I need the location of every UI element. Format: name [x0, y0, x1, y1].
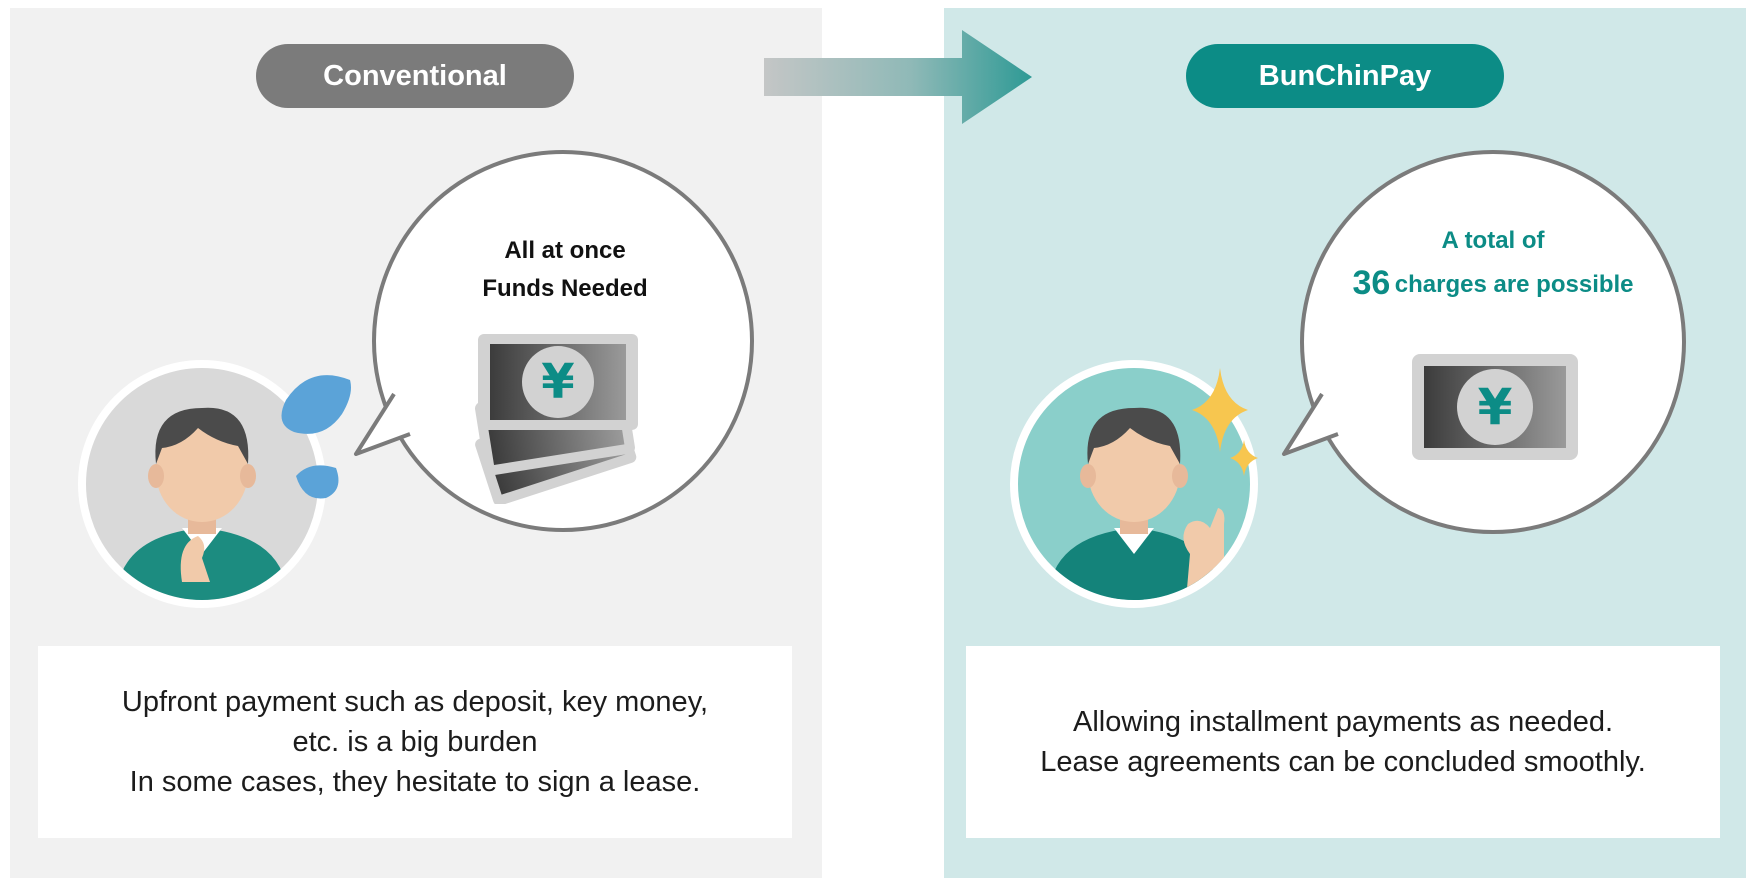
bubble-text-conventional: All at once Funds Needed	[440, 232, 690, 308]
caption-line: etc. is a big burden	[292, 726, 538, 758]
charges-count: 36	[1352, 264, 1391, 302]
speech-bubble-tail-icon	[1282, 392, 1339, 456]
sparkle-icon	[1192, 368, 1258, 476]
sweat-drops-icon	[281, 375, 351, 499]
yen-banknote-stack-icon: ¥	[474, 334, 638, 504]
caption-line: Lease agreements can be concluded smooth…	[1040, 746, 1646, 778]
speech-bubble-bunchinpay	[1300, 150, 1686, 534]
speech-bubble-tail-icon	[354, 392, 411, 456]
caption-line: Allowing installment payments as needed.	[1072, 706, 1614, 738]
svg-text:¥: ¥	[541, 354, 574, 410]
right-arrow-icon	[764, 30, 1032, 124]
yen-banknote-icon: ¥	[1412, 354, 1578, 460]
bubble-line: A total of	[1441, 227, 1545, 254]
bubble-text-bunchinpay: A total of 36 charges are possible	[1310, 224, 1676, 303]
bubble-line: 36 charges are possible	[1310, 264, 1676, 303]
caption-bunchinpay: Allowing installment payments as needed.…	[966, 646, 1720, 838]
bubble-line: Funds Needed	[482, 275, 648, 302]
caption-line: In some cases, they hesitate to sign a l…	[129, 766, 701, 798]
svg-text:¥: ¥	[1478, 378, 1513, 436]
caption-conventional: Upfront payment such as deposit, key mon…	[38, 646, 792, 838]
bunchinpay-label: BunChinPay	[1186, 44, 1504, 108]
conventional-label: Conventional	[256, 44, 574, 108]
caption-line: Upfront payment such as deposit, key mon…	[121, 686, 709, 718]
charges-text: charges are possible	[1394, 271, 1634, 298]
bubble-line: All at once	[504, 237, 626, 264]
worried-person-icon	[78, 360, 326, 608]
